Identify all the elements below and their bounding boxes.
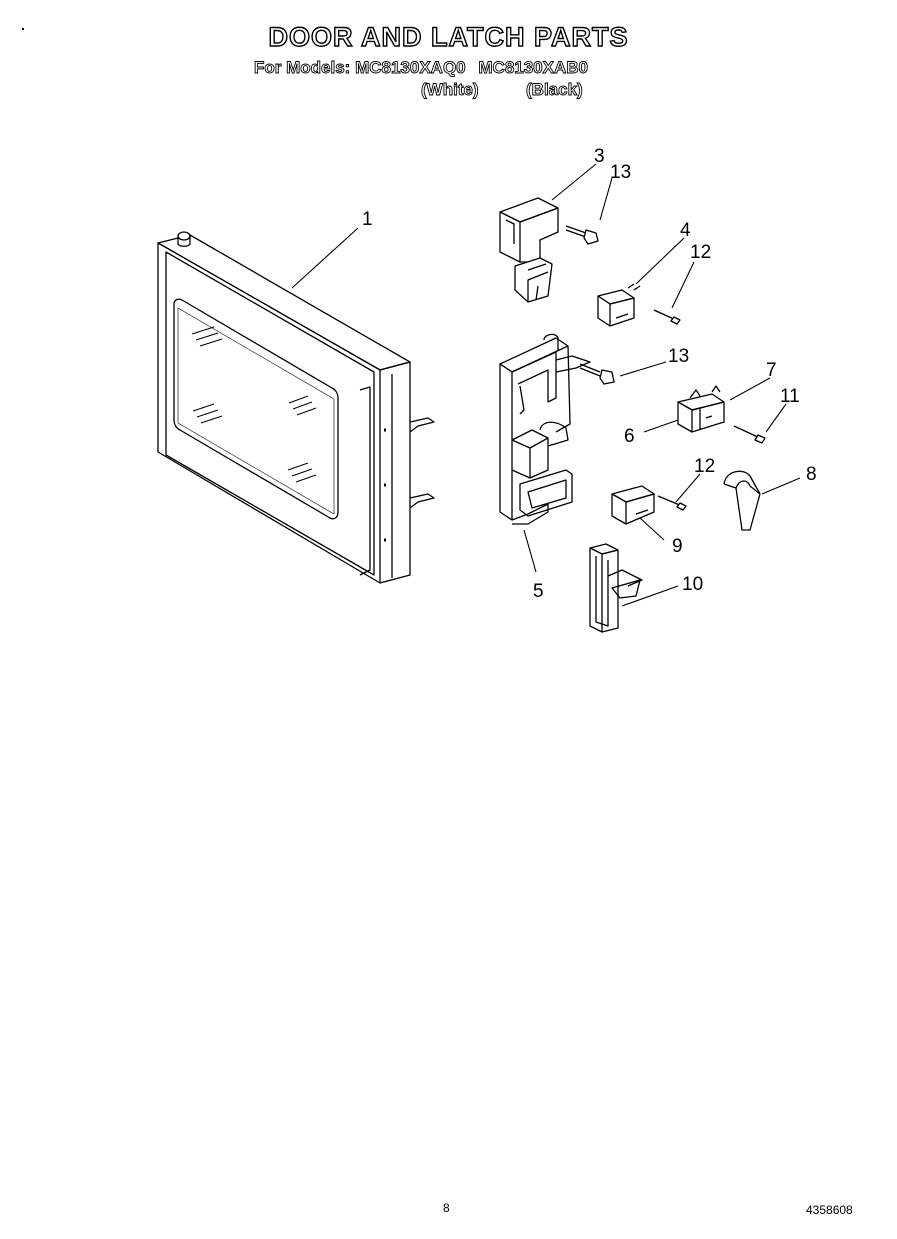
model-number-black: MC8130XAB0 [478,58,589,78]
callout-6: 6 [624,426,635,447]
screw-13-upper [565,225,599,245]
callout-12-lower: 12 [694,456,715,477]
callout-3: 3 [594,146,605,167]
callout-9: 9 [672,536,683,557]
screw-13-lower [579,363,615,385]
latch-bar-10 [589,543,643,633]
door-assembly [157,231,435,584]
scan-speck [22,28,24,30]
page-title: DOOR AND LATCH PARTS [268,21,629,52]
screw-12-upper [653,309,681,325]
page-number: 8 [443,1201,450,1215]
callout-13-upper: 13 [610,162,631,183]
models-prefix: For Models: [254,58,351,78]
screw-11 [733,425,766,444]
callout-11: 11 [780,386,800,407]
leader-lines [291,163,801,607]
switch-pair-6-7 [677,385,725,433]
callout-5: 5 [533,581,544,602]
callout-10: 10 [682,574,703,595]
variant-white-label: (White) [421,80,479,100]
switch-9 [611,485,655,525]
model-line: For Models: MC8130XAQ0 MC8130XAB0 [254,58,589,78]
callout-1: 1 [362,209,373,230]
latch-housing [499,333,591,525]
callout-13-lower: 13 [668,346,689,367]
callout-8: 8 [806,464,817,485]
latch-lever-8 [723,470,761,531]
callout-12-upper: 12 [690,242,711,263]
document-number: 4358608 [806,1203,853,1217]
model-number-white: MC8130XAQ0 [355,58,466,78]
callout-7: 7 [766,360,777,381]
callout-4: 4 [680,220,691,241]
screw-12-lower [657,495,687,511]
interlock-switch-4 [597,283,641,327]
upper-latch-hook [499,197,559,303]
variant-black-label: (Black) [526,80,584,100]
